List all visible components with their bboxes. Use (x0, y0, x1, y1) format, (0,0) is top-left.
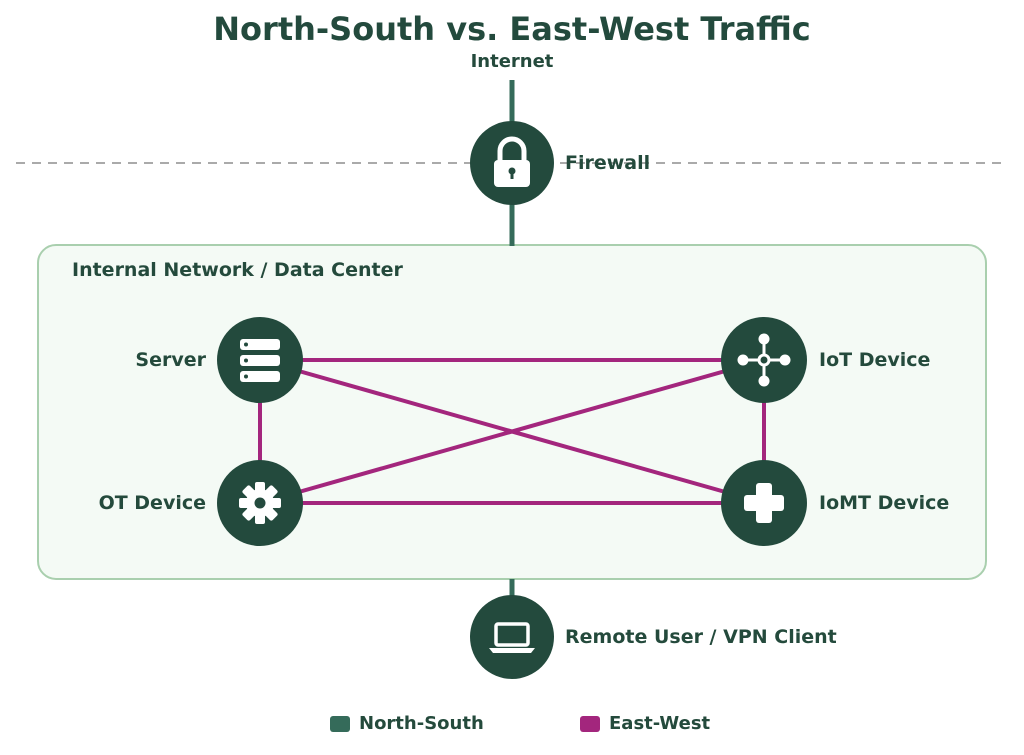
iomt-node (721, 460, 807, 546)
link-iot-ot (259, 358, 765, 505)
server-node (217, 317, 303, 403)
east-west-links (258, 358, 766, 505)
firewall-node (470, 121, 554, 205)
hub-icon (737, 333, 791, 387)
remote-user-node (470, 595, 554, 679)
ot-node (217, 460, 303, 546)
server-icon (240, 339, 280, 382)
lock-icon (494, 136, 530, 187)
iot-node (721, 317, 807, 403)
remote-user-label: Remote User / VPN Client (565, 626, 837, 648)
internet-label: Internet (470, 51, 554, 72)
north-south-swatch (330, 715, 350, 732)
zone-label: Internal Network / Data Center (72, 259, 403, 281)
legend-north-south: North-South (330, 713, 484, 734)
server-label: Server (135, 349, 206, 371)
iomt-device-label: IoMT Device (819, 492, 950, 514)
laptop-icon (489, 622, 535, 653)
ot-device-label: OT Device (98, 492, 206, 514)
gear-icon (239, 482, 281, 524)
diagram-title: North-South vs. East-West Traffic (213, 10, 811, 48)
legend-east-west: East-West (580, 713, 710, 734)
medical-cross-icon (744, 483, 784, 523)
east-west-swatch (580, 715, 600, 732)
internal-network-zone (37, 244, 987, 580)
legend-north-south-label: North-South (359, 713, 484, 734)
iot-device-label: IoT Device (819, 349, 931, 371)
firewall-label: Firewall (565, 152, 651, 174)
legend-east-west-label: East-West (609, 713, 711, 734)
